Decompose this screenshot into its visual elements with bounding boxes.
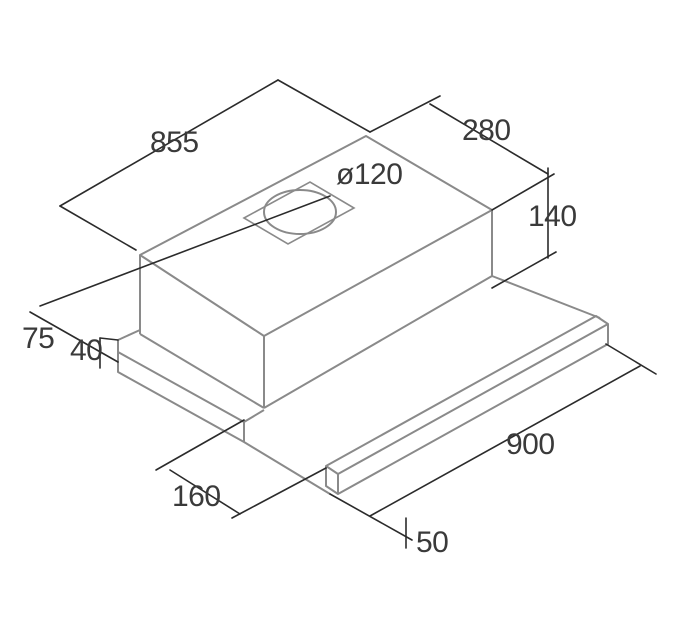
hood-body: [117, 135, 609, 495]
slider-bottom: [243, 441, 331, 495]
base-top-ledge: [117, 329, 141, 341]
dim-855-ext-right: [277, 79, 371, 133]
label-900: 900: [506, 428, 555, 461]
dim-160-line: [169, 469, 241, 515]
label-40: 40: [70, 334, 102, 367]
label-140: 140: [528, 200, 577, 233]
label-diameter: ø120: [336, 158, 402, 191]
dim-120-leader: [39, 195, 331, 307]
front-handle: [325, 315, 609, 495]
dimension-lines: [29, 79, 657, 549]
dim-50-ext: [329, 493, 413, 541]
dimension-labels: 855 280 ø120 140 75 40 160 900 50: [22, 114, 577, 559]
dim-900-ext-right: [605, 343, 657, 375]
label-75: 75: [22, 322, 54, 355]
dim-855-ext-left: [59, 205, 137, 251]
handle-edge-1: [325, 465, 339, 475]
dim-140-ext-bottom: [491, 251, 557, 289]
dim-160-ext-left: [155, 419, 245, 471]
dim-280-ext-top: [369, 95, 441, 133]
dim-280-line: [429, 103, 549, 175]
dim-900-line: [369, 365, 641, 517]
duct-opening: [263, 189, 337, 235]
handle-edge-3: [337, 323, 609, 475]
label-50: 50: [416, 526, 448, 559]
box-front-bottom: [139, 333, 265, 409]
dim-160-ext-right: [231, 467, 327, 519]
duct-plate: [242, 181, 356, 245]
dim-140-ext-top: [491, 173, 555, 211]
base-front-ledge: [117, 351, 265, 423]
label-280: 280: [462, 114, 511, 147]
label-160: 160: [172, 480, 221, 513]
base-left-ledge: [117, 340, 245, 443]
dim-855-line: [59, 79, 279, 207]
label-855: 855: [150, 126, 199, 159]
dim-40-ext: [99, 337, 119, 341]
dim-75-line: [29, 311, 119, 363]
slider-top: [263, 275, 601, 409]
